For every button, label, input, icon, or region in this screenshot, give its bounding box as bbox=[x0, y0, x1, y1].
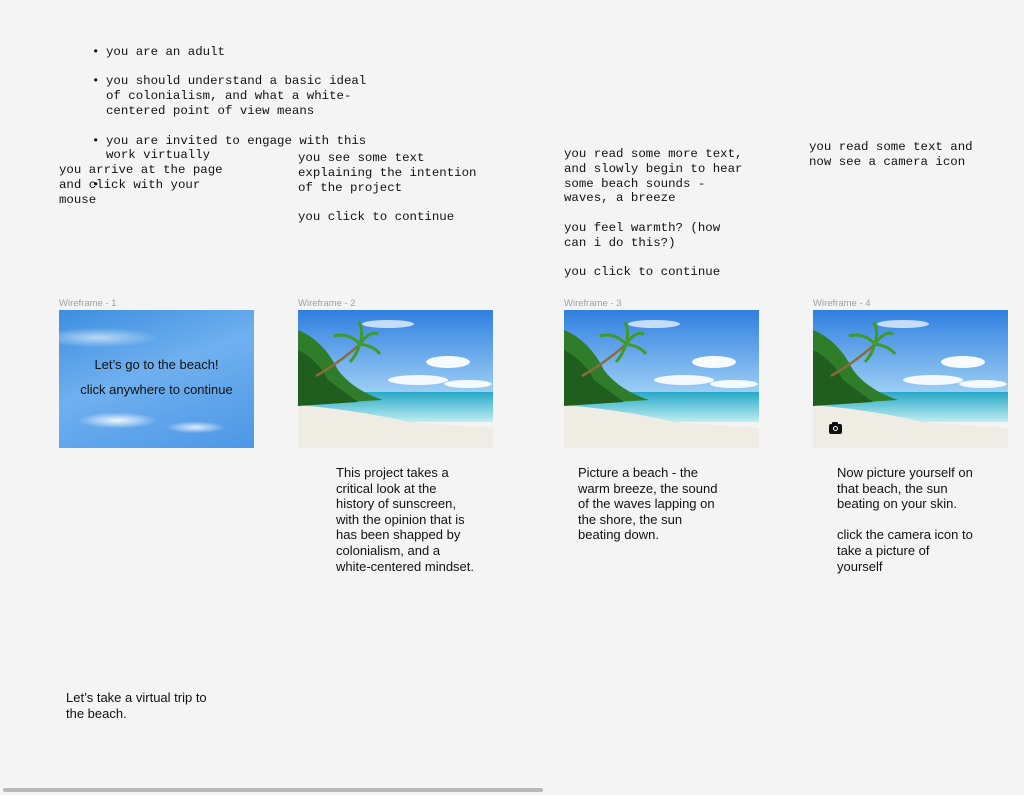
wireframe-4-label: Wireframe - 4 bbox=[813, 298, 871, 309]
step-note-3: you read some more text, and slowly begi… bbox=[564, 147, 743, 280]
wireframe-2-label: Wireframe - 2 bbox=[298, 298, 356, 309]
assumption-item: you are invited to engage with this work… bbox=[90, 134, 390, 164]
assumptions-list: you are an adult you should understand a… bbox=[90, 30, 390, 193]
intro-text: Let’s take a virtual trip to the beach. bbox=[66, 690, 207, 721]
wireframe-1[interactable]: Let’s go to the beach! click anywhere to… bbox=[59, 310, 254, 448]
beach-image bbox=[813, 310, 1008, 448]
wireframe-1-instruction: click anywhere to continue bbox=[80, 382, 233, 397]
wireframe-1-label: Wireframe - 1 bbox=[59, 298, 117, 309]
camera-icon[interactable] bbox=[829, 422, 842, 434]
beach-image bbox=[298, 310, 493, 448]
wireframe-2-caption: This project takes a critical look at th… bbox=[336, 465, 475, 574]
assumption-item: you should understand a basic ideal of c… bbox=[90, 74, 390, 118]
beach-image bbox=[564, 310, 759, 448]
step-note-2: you see some text explaining the intenti… bbox=[298, 151, 477, 225]
wireframe-1-heading: Let’s go to the beach! bbox=[94, 357, 219, 372]
assumption-item: you are an adult bbox=[90, 45, 390, 60]
wireframe-4 bbox=[813, 310, 1008, 448]
wireframe-2 bbox=[298, 310, 493, 448]
horizontal-scrollbar[interactable] bbox=[3, 788, 543, 792]
wireframe-3 bbox=[564, 310, 759, 448]
step-note-1: you arrive at the page and click with yo… bbox=[59, 163, 223, 207]
wireframe-3-caption: Picture a beach - the warm breeze, the s… bbox=[578, 465, 718, 543]
step-note-4: you read some text and now see a camera … bbox=[809, 140, 973, 169]
wireframe-4-caption: Now picture yourself on that beach, the … bbox=[837, 465, 973, 574]
wireframe-3-label: Wireframe - 3 bbox=[564, 298, 622, 309]
